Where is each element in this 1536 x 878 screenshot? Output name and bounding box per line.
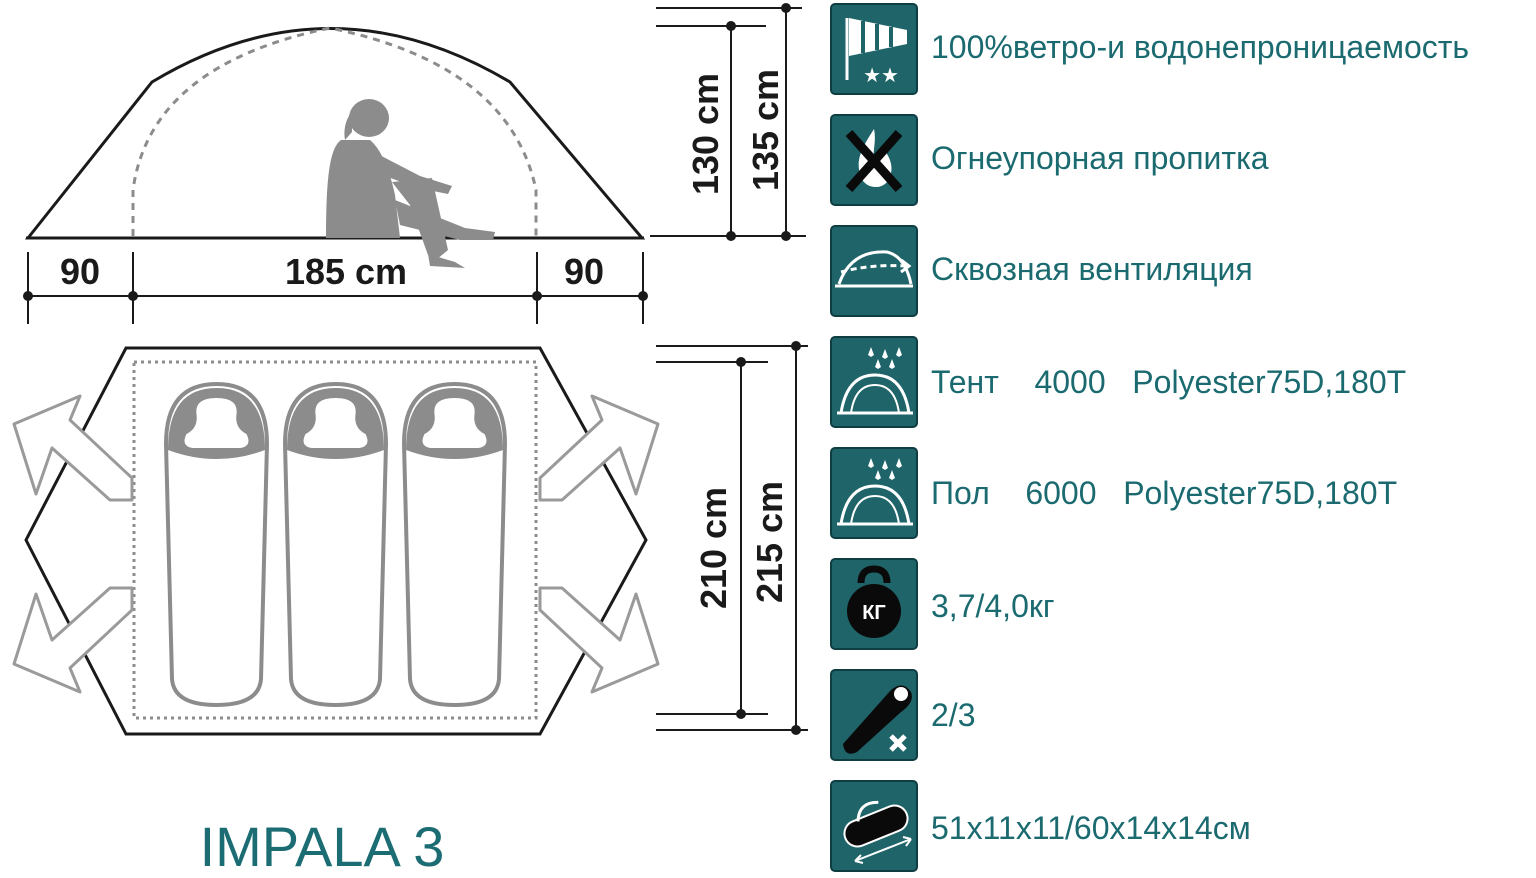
left-vestibule-label: 90 xyxy=(60,251,100,292)
ventilation-icon xyxy=(835,250,913,288)
feature-text: Сквозная вентиляция xyxy=(931,251,1253,287)
feature-text: Пол 6000 Polyester75D,180T xyxy=(931,475,1397,511)
feature-item: Тент 4000 Polyester75D,180T xyxy=(830,336,1406,428)
feature-item: Огнеупорная пропитка xyxy=(830,114,1269,206)
inner-length-label: 185 cm xyxy=(285,251,407,292)
outer-height-label: 135 cm xyxy=(745,69,786,191)
fireproof-icon xyxy=(845,129,903,192)
rain-dome-icon xyxy=(837,458,913,526)
kettlebell-label: КГ xyxy=(862,602,886,624)
feature-text: 2/3 xyxy=(931,697,975,733)
inner-tent-floor xyxy=(132,360,538,720)
kettlebell-icon: КГ xyxy=(847,565,901,638)
feature-item: Сквозная вентиляция xyxy=(830,225,1253,317)
outer-width-label: 215 cm xyxy=(749,481,790,603)
ventilation-arrows xyxy=(12,394,660,694)
feature-item: 51x11x11/60x14x14см xyxy=(830,780,1251,872)
duffel-bag-icon xyxy=(843,800,912,864)
windsock-icon: ★★ xyxy=(845,18,907,87)
inner-width-label: 210 cm xyxy=(693,487,734,609)
sleeping-bag-icon xyxy=(843,685,912,754)
height-dimensions xyxy=(650,3,806,241)
svg-text:★★: ★★ xyxy=(863,63,899,87)
side-view: 90 185 cm 90 130 cm 135 cm xyxy=(23,3,806,324)
sleeping-bag xyxy=(401,381,508,708)
sleeping-bag xyxy=(163,381,270,708)
feature-text: Тент 4000 Polyester75D,180T xyxy=(931,364,1406,400)
feature-text: Огнеупорная пропитка xyxy=(931,140,1269,176)
sleeping-bag xyxy=(282,381,389,708)
model-title: IMPALA 3 xyxy=(200,815,445,878)
width-dimensions xyxy=(656,341,808,735)
length-dimensions xyxy=(23,252,648,324)
feature-item: ★★ 100%ветро-и водонепроницаемость xyxy=(830,3,1469,95)
right-vestibule-label: 90 xyxy=(564,251,604,292)
inner-height-label: 130 cm xyxy=(685,73,726,195)
seated-person-icon xyxy=(326,99,495,268)
vent-arrow-left-lower xyxy=(12,586,134,694)
sleeping-bags xyxy=(163,381,508,708)
feature-text: 3,7/4,0кг xyxy=(931,588,1055,624)
floor-plan: 210 cm 215 cm xyxy=(12,341,808,736)
feature-item: Пол 6000 Polyester75D,180T xyxy=(830,447,1397,539)
feature-list: ★★ 100%ветро-и водонепроницаемость Огнеу… xyxy=(830,3,1469,872)
feature-item: 2/3 xyxy=(830,669,975,761)
rain-dome-icon xyxy=(837,347,913,415)
vent-arrow-right-upper xyxy=(538,394,660,502)
feature-text: 100%ветро-и водонепроницаемость xyxy=(931,29,1469,65)
feature-text: 51x11x11/60x14x14см xyxy=(931,810,1251,846)
vent-arrow-right-lower xyxy=(538,586,660,694)
outer-fly-footprint xyxy=(24,346,648,736)
feature-item: КГ 3,7/4,0кг xyxy=(830,558,1055,650)
vent-arrow-left-upper xyxy=(12,394,134,502)
